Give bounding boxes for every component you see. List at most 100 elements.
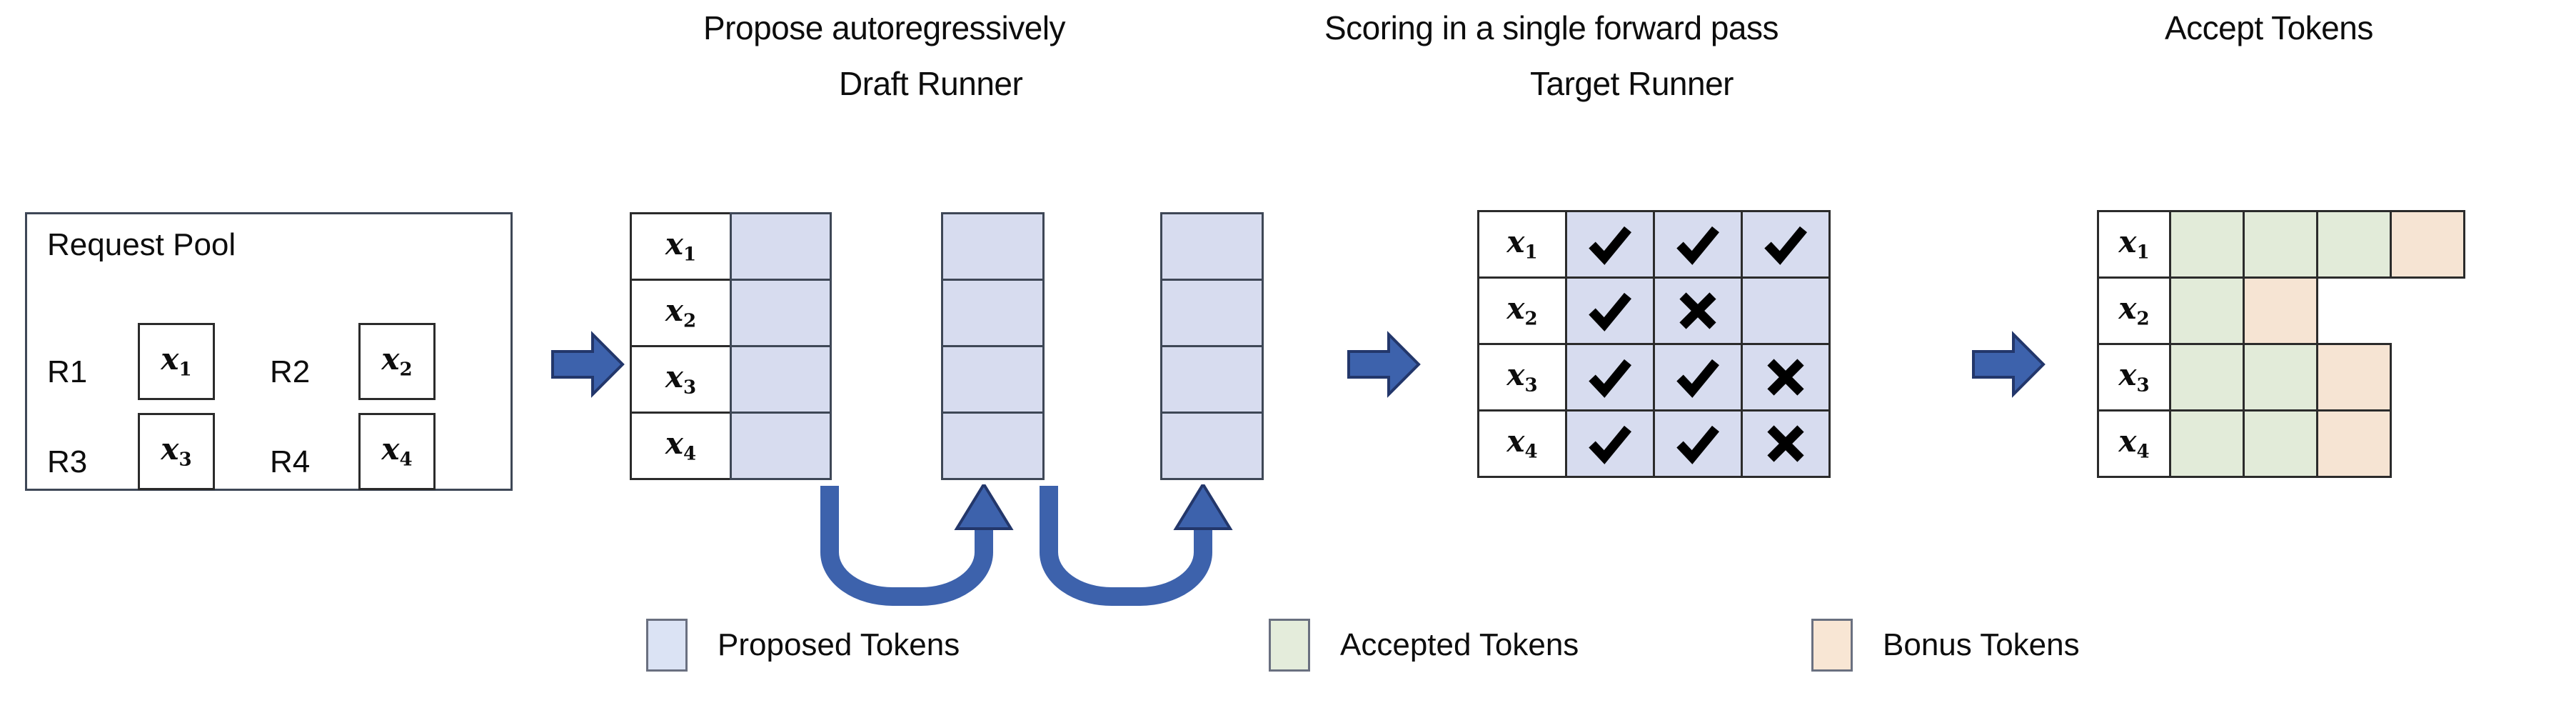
draft-row-label-x4: x4 bbox=[630, 412, 732, 480]
target-cell-r2c2 bbox=[1653, 276, 1743, 345]
target-cell-r1c2 bbox=[1653, 210, 1743, 279]
target-cell-r4c3 bbox=[1741, 409, 1831, 478]
request-label-r1: R1 bbox=[47, 354, 88, 389]
accept-cell-r3c2 bbox=[2243, 343, 2318, 412]
table-row: x1 bbox=[1477, 210, 1831, 279]
token-x3: x3 bbox=[161, 431, 192, 471]
token-x3: x3 bbox=[2118, 357, 2150, 397]
request-pool-panel: Request Pool R1 x1 R2 x2 R3 x3 R4 x4 bbox=[25, 212, 513, 491]
accept-cell-r2c1 bbox=[2169, 276, 2245, 345]
accept-row-label-x3: x3 bbox=[2097, 343, 2171, 412]
request-pool-title: Request Pool bbox=[47, 227, 236, 262]
legend-item-accepted-tokens: Accepted Tokens bbox=[1269, 619, 1579, 672]
accept-cell-r1c3 bbox=[2316, 210, 2392, 279]
target-cell-r2c1 bbox=[1565, 276, 1655, 345]
target-row-label-x3: x3 bbox=[1477, 343, 1567, 412]
arrow-target-to-accept-icon bbox=[1971, 330, 2046, 402]
heading-scoring-single-forward-pass: Scoring in a single forward pass bbox=[1324, 9, 1779, 46]
draft-row-label-x2: x2 bbox=[630, 279, 732, 347]
request-token-box-r3: x3 bbox=[138, 413, 215, 490]
accept-cell-r3c4-empty bbox=[2390, 343, 2465, 412]
legend-swatch-accepted bbox=[1269, 619, 1310, 672]
token-x4: x4 bbox=[381, 431, 413, 471]
draft-proposed-cell bbox=[730, 345, 832, 414]
check-icon bbox=[1676, 226, 1720, 265]
table-row: x3 bbox=[2097, 343, 2465, 412]
accept-cell-r3c3-bonus bbox=[2316, 343, 2392, 412]
token-x3: x3 bbox=[1506, 357, 1538, 397]
token-x1: x1 bbox=[665, 226, 697, 266]
target-cell-r3c2 bbox=[1653, 343, 1743, 412]
check-icon bbox=[1589, 425, 1632, 464]
token-x2: x2 bbox=[1506, 290, 1538, 330]
accept-tokens-grid: x1 x2 x3 x4 bbox=[2097, 210, 2465, 478]
draft-row-label-x3: x3 bbox=[630, 345, 732, 414]
check-icon bbox=[1589, 292, 1632, 331]
target-cell-r4c1 bbox=[1565, 409, 1655, 478]
token-x1: x1 bbox=[1506, 224, 1538, 264]
target-row-label-x2: x2 bbox=[1477, 276, 1567, 345]
request-label-r4: R4 bbox=[270, 444, 311, 479]
table-row: x3 bbox=[1477, 343, 1831, 412]
check-icon bbox=[1589, 226, 1632, 265]
draft-col-3 bbox=[1160, 212, 1264, 480]
request-token-box-r1: x1 bbox=[138, 323, 215, 400]
token-x4: x4 bbox=[1506, 423, 1538, 463]
target-row-label-x1: x1 bbox=[1477, 210, 1567, 279]
accept-cell-r4c2 bbox=[2243, 409, 2318, 478]
accept-cell-r2c3-empty bbox=[2316, 276, 2392, 345]
accept-cell-r1c1 bbox=[2169, 210, 2245, 279]
draft-proposed-cell bbox=[1160, 279, 1264, 347]
table-row: x4 bbox=[2097, 409, 2465, 478]
target-cell-r4c2 bbox=[1653, 409, 1743, 478]
token-x4: x4 bbox=[2118, 423, 2150, 463]
table-row: x4 bbox=[1477, 409, 1831, 478]
target-runner-grid: x1 x2 bbox=[1477, 210, 1831, 478]
cross-icon bbox=[1767, 359, 1804, 396]
request-label-r3: R3 bbox=[47, 444, 88, 479]
subheading-draft-runner: Draft Runner bbox=[839, 65, 1023, 102]
draft-proposed-cell bbox=[730, 212, 832, 281]
target-cell-r1c3 bbox=[1741, 210, 1831, 279]
draft-col-2 bbox=[941, 212, 1045, 480]
target-row-label-x4: x4 bbox=[1477, 409, 1567, 478]
check-icon bbox=[1589, 359, 1632, 398]
draft-proposed-cell bbox=[730, 279, 832, 347]
table-row: x2 bbox=[2097, 276, 2465, 345]
draft-proposed-cell bbox=[1160, 412, 1264, 480]
accept-cell-r2c4-empty bbox=[2390, 276, 2465, 345]
accept-cell-r4c4-empty bbox=[2390, 409, 2465, 478]
token-x2: x2 bbox=[665, 292, 697, 332]
legend-swatch-bonus bbox=[1811, 619, 1853, 672]
heading-propose-autoregressively: Propose autoregressively bbox=[703, 9, 1066, 46]
accept-row-label-x2: x2 bbox=[2097, 276, 2171, 345]
token-x1: x1 bbox=[161, 341, 192, 381]
token-x2: x2 bbox=[2118, 290, 2150, 330]
draft-proposed-cell bbox=[941, 345, 1045, 414]
arrow-pool-to-draft-icon bbox=[550, 330, 625, 402]
accept-cell-r4c1 bbox=[2169, 409, 2245, 478]
accept-cell-r1c2 bbox=[2243, 210, 2318, 279]
draft-proposed-cell bbox=[941, 279, 1045, 347]
accept-row-label-x1: x1 bbox=[2097, 210, 2171, 279]
draft-col-1: x1 x2 x3 x4 bbox=[630, 212, 832, 480]
target-cell-r3c3 bbox=[1741, 343, 1831, 412]
accept-row-label-x4: x4 bbox=[2097, 409, 2171, 478]
token-x1: x1 bbox=[2118, 224, 2150, 264]
cross-icon bbox=[1767, 425, 1804, 462]
accept-cell-r4c3-bonus bbox=[2316, 409, 2392, 478]
accept-cell-r1c4-bonus bbox=[2390, 210, 2465, 279]
check-icon bbox=[1676, 359, 1720, 398]
subheading-target-runner: Target Runner bbox=[1530, 65, 1734, 102]
table-row: x1 bbox=[2097, 210, 2465, 279]
accept-cell-r3c1 bbox=[2169, 343, 2245, 412]
accept-cell-r2c2-bonus bbox=[2243, 276, 2318, 345]
check-icon bbox=[1676, 425, 1720, 464]
target-cell-r1c1 bbox=[1565, 210, 1655, 279]
legend-label-bonus: Bonus Tokens bbox=[1883, 627, 2080, 662]
draft-proposed-cell bbox=[941, 212, 1045, 281]
request-token-box-r4: x4 bbox=[358, 413, 436, 490]
token-x2: x2 bbox=[381, 341, 413, 381]
heading-accept-tokens: Accept Tokens bbox=[2165, 9, 2373, 46]
